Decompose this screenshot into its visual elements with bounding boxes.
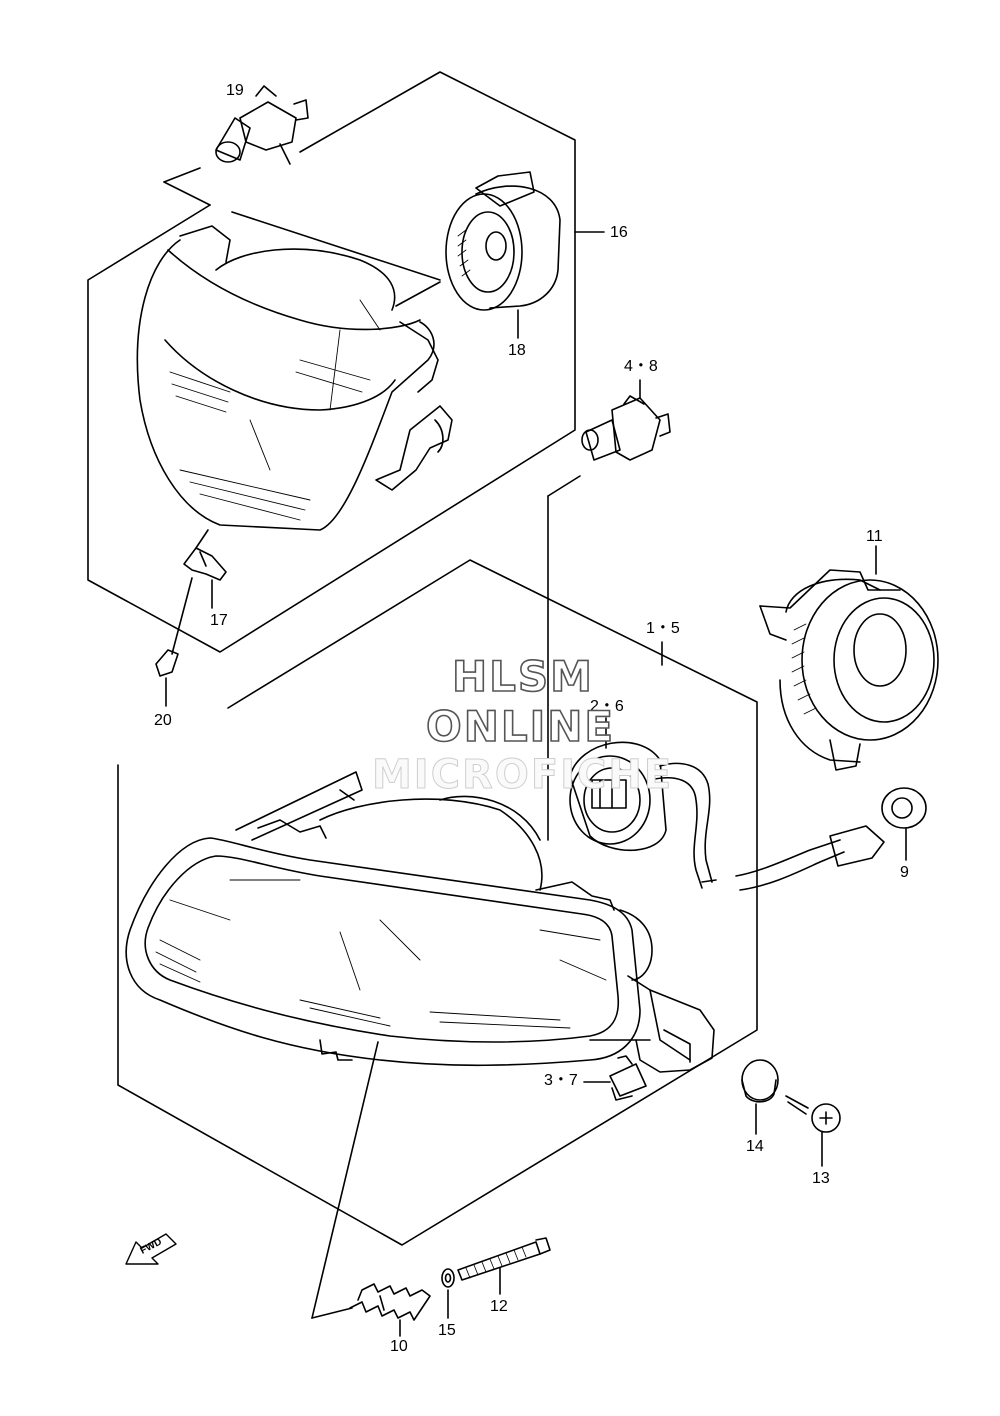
callout-2-6: 2・6 (590, 698, 624, 715)
callout-13: 13 (812, 1170, 830, 1187)
adjuster-bolt-12[interactable] (457, 1237, 551, 1295)
watermark-line-1: HLSM (451, 651, 594, 702)
clip-17[interactable] (183, 547, 227, 609)
callout-19: 19 (226, 82, 244, 99)
clip-3-7[interactable] (583, 1055, 647, 1101)
bulb-19[interactable] (163, 85, 309, 206)
fwd-arrow-icon (125, 1233, 177, 1265)
socket-cover-16[interactable] (445, 171, 561, 339)
spring-10[interactable] (349, 1283, 431, 1337)
callout-11: 11 (866, 528, 883, 545)
callout-17: 17 (210, 612, 228, 629)
callout-3-7: 3・7 (544, 1072, 578, 1089)
screw-20[interactable] (155, 577, 193, 707)
washer-15[interactable] (441, 1268, 455, 1319)
upper-headlamp-body (136, 211, 453, 549)
callout-16: 16 (610, 224, 628, 241)
callout-10: 10 (390, 1338, 408, 1355)
callout-18: 18 (508, 342, 526, 359)
lower-headlamp-body (125, 771, 715, 1319)
callout-12: 12 (490, 1298, 508, 1315)
socket-harness-2-6[interactable] (569, 717, 885, 891)
socket-cover-11[interactable] (759, 545, 939, 771)
watermark-line-2: ONLINE (425, 701, 616, 752)
grommet-14[interactable] (741, 1059, 779, 1135)
callout-1-5: 1・5 (646, 620, 680, 637)
bulb-4-8[interactable] (547, 379, 671, 841)
lower-group-frame (117, 559, 758, 1246)
callout-14: 14 (746, 1138, 764, 1155)
watermark-line-3: MICROFICHE (371, 752, 674, 799)
callout-15: 15 (438, 1322, 456, 1339)
callout-4-8: 4・8 (624, 358, 658, 375)
callout-20: 20 (154, 712, 172, 729)
grommet-9[interactable] (881, 787, 927, 861)
screw-13[interactable] (785, 1095, 841, 1167)
callout-9: 9 (900, 864, 909, 881)
upper-group-frame (87, 71, 605, 653)
